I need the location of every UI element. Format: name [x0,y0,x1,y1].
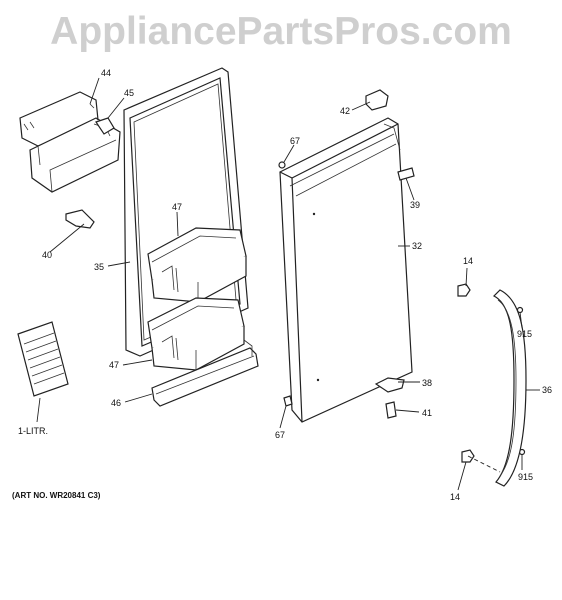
callout-915-upper: 915 [517,329,532,339]
handle-screw-upper [457,283,471,297]
door-bin-upper-part [147,227,247,303]
bracket-part [397,167,415,181]
callout-67-lower: 67 [275,430,285,440]
shelf-rail-part [151,339,259,407]
literature-booklet-part [17,321,69,397]
callout-67-upper: 67 [290,136,300,146]
leader-lines [36,77,540,491]
clip-part [65,209,95,229]
callout-47-lower: 47 [109,360,119,370]
top-hinge-part [365,89,389,111]
callout-47-upper: 47 [172,202,182,212]
hinge-pin-part [385,401,397,419]
dairy-bin-part [19,91,121,193]
callout-32: 32 [412,241,422,251]
art-number-label: (ART NO. WR20841 C3) [12,491,101,500]
callout-39: 39 [410,200,420,210]
screw-67-upper [278,161,286,169]
callout-35: 35 [94,262,104,272]
callout-41: 41 [422,408,432,418]
callout-42: 42 [340,106,350,116]
callout-915-lower: 915 [518,472,533,482]
watermark-logo: AppliancePartsPros.com [50,10,512,53]
callout-38: 38 [422,378,432,388]
callout-40: 40 [42,250,52,260]
callout-14-upper: 14 [463,256,473,266]
callout-46: 46 [111,398,121,408]
callout-1-litr: 1-LITR. [18,426,48,436]
callout-45: 45 [124,88,134,98]
callout-14-lower: 14 [450,492,460,502]
screw-67-lower [283,395,293,407]
callout-36: 36 [542,385,552,395]
callout-44: 44 [101,68,111,78]
door-handle-part [492,289,527,487]
bottom-hinge-part [374,377,405,393]
refrigerator-door-part [279,117,413,423]
